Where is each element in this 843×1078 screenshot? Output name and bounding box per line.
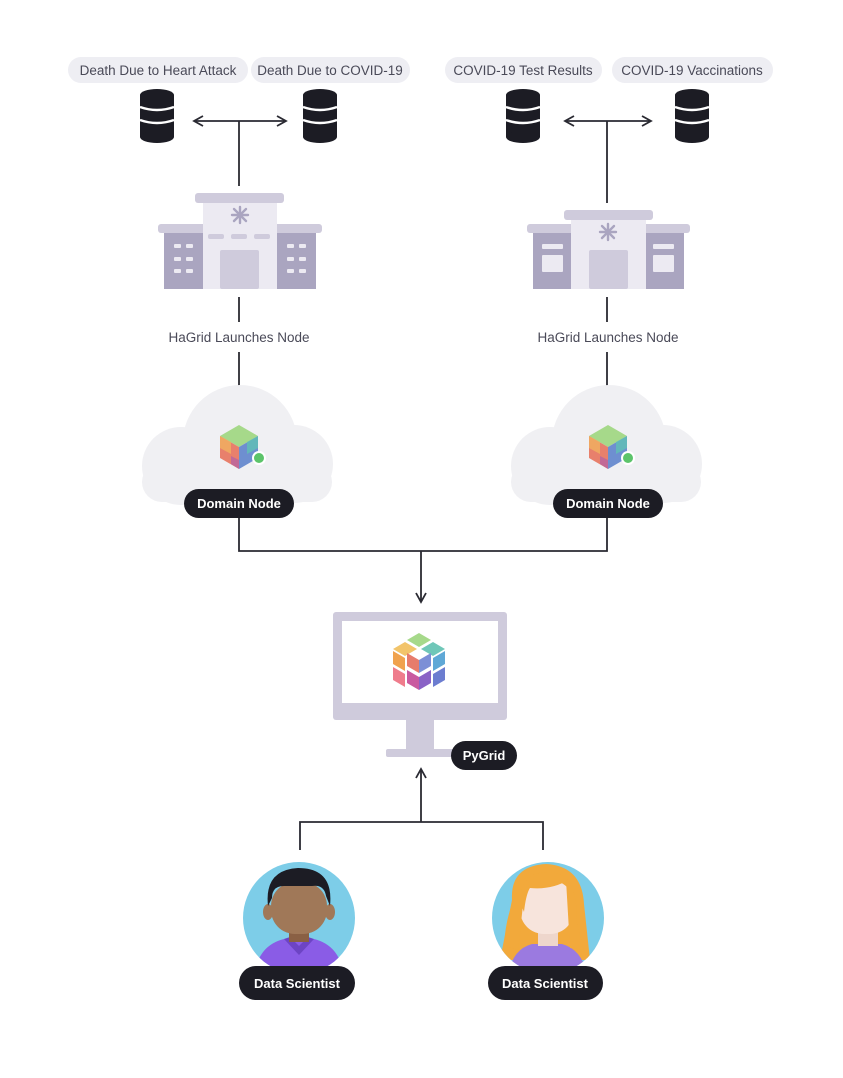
data-source-label: Death Due to Heart Attack [80, 63, 237, 78]
database-icon [505, 89, 541, 143]
domain-node-label: Domain Node [566, 496, 650, 511]
cloud-shape [142, 385, 333, 505]
domain-node-badge: Domain Node [553, 489, 663, 518]
connector-line [299, 821, 544, 850]
database-icon [139, 89, 175, 143]
database-icon [302, 89, 338, 143]
data-source-label: COVID-19 Vaccinations [621, 63, 763, 78]
data-source-pill-covid-vaccinations: COVID-19 Vaccinations [612, 57, 773, 83]
pygrid-badge: PyGrid [451, 741, 517, 770]
connector-line [238, 518, 608, 552]
data-scientist-label: Data Scientist [254, 976, 341, 991]
connectors [192, 115, 653, 850]
data-source-pill-heart-attack: Death Due to Heart Attack [68, 57, 248, 83]
status-indicator [252, 451, 266, 465]
data-scientist-badge: Data Scientist [488, 966, 603, 1000]
data-source-label: COVID-19 Test Results [453, 63, 593, 78]
data-scientist-label: Data Scientist [502, 976, 589, 991]
data-scientist-avatar [492, 862, 604, 974]
hagrid-launch-caption: HaGrid Launches Node [537, 330, 678, 345]
status-indicator [621, 451, 635, 465]
data-source-pill-covid-death: Death Due to COVID-19 [251, 57, 410, 83]
hospital-icon [527, 210, 690, 289]
data-scientist-avatar [243, 862, 355, 974]
database-icon [674, 89, 710, 143]
domain-node-label: Domain Node [197, 496, 281, 511]
hospital-icon [158, 193, 322, 289]
data-source-pill-covid-tests: COVID-19 Test Results [445, 57, 602, 83]
pygrid-logo-icon [393, 633, 445, 690]
data-source-label: Death Due to COVID-19 [257, 63, 403, 78]
domain-node-badge: Domain Node [184, 489, 294, 518]
hagrid-launch-caption: HaGrid Launches Node [168, 330, 309, 345]
domain-node-cube-icon [220, 425, 258, 469]
data-scientist-badge: Data Scientist [239, 966, 355, 1000]
pygrid-label: PyGrid [463, 748, 506, 763]
